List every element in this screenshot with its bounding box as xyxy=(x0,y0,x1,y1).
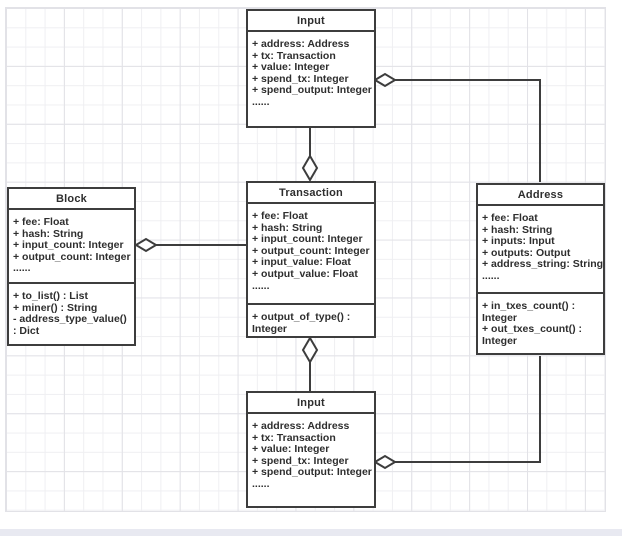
class-attribute: + address: Address xyxy=(252,420,350,432)
class-attribute: + fee: Float xyxy=(13,216,69,228)
horizontal-scrollbar-track[interactable] xyxy=(0,529,622,536)
class-method: + miner() : String xyxy=(13,301,98,314)
class-attribute: + spend_tx: Integer xyxy=(252,72,349,85)
class-attribute: + address_string: String xyxy=(482,258,604,271)
aggregation-diamond-icon xyxy=(134,237,158,253)
aggregation-diamond-icon xyxy=(373,454,397,470)
class-attribute: + tx: Transaction xyxy=(252,431,336,444)
class-attribute: + spend_output: Integer xyxy=(252,466,372,479)
class-attribute: + inputs: Input xyxy=(482,235,555,248)
class-attribute: ...... xyxy=(252,279,270,292)
aggregation-diamond-icon xyxy=(301,336,319,364)
class-method: + in_txes_count() : Integer xyxy=(482,300,576,324)
class-attribute: + output_value: Float xyxy=(252,267,358,280)
aggregation-diamond-icon xyxy=(373,72,397,88)
class-attribute: + fee: Float xyxy=(482,212,538,224)
class-attribute: + output_count: Integer xyxy=(252,244,370,257)
class-title: Input xyxy=(248,11,374,32)
class-title: Input xyxy=(248,393,374,414)
class-method: + out_txes_count() : Integer xyxy=(482,323,583,347)
class-attribute: + input_count: Integer xyxy=(252,233,363,246)
class-method: + to_list() : List xyxy=(13,290,88,302)
class-box-transaction[interactable]: Transaction + fee: Float + hash: String … xyxy=(246,181,376,338)
class-attribute: ...... xyxy=(13,262,31,275)
class-method: + output_of_type() : Integer xyxy=(252,311,351,335)
class-attribute: + fee: Float xyxy=(252,210,308,222)
class-attribute: + hash: String xyxy=(13,227,84,240)
class-method: - address_type_value() : Dict xyxy=(13,313,127,337)
class-box-input-top[interactable]: Input + address: Address + tx: Transacti… xyxy=(246,9,376,128)
class-attribute: + tx: Transaction xyxy=(252,49,336,62)
class-box-address[interactable]: Address + fee: Float + hash: String + in… xyxy=(476,183,605,355)
class-attribute: + hash: String xyxy=(482,223,553,236)
link-input-top-address[interactable] xyxy=(394,79,541,182)
class-attribute: + outputs: Output xyxy=(482,246,571,259)
class-attribute: + value: Integer xyxy=(252,443,330,456)
aggregation-diamond-icon xyxy=(301,154,319,182)
class-attribute: + input_count: Integer xyxy=(13,239,124,252)
class-attribute: + spend_output: Integer xyxy=(252,84,372,97)
class-title: Address xyxy=(478,185,603,206)
class-title: Transaction xyxy=(248,183,374,204)
class-attribute: + hash: String xyxy=(252,221,323,234)
class-attribute: + output_count: Integer xyxy=(13,250,131,263)
class-attribute: + spend_tx: Integer xyxy=(252,454,349,467)
class-attribute: + input_value: Float xyxy=(252,256,351,269)
class-title: Block xyxy=(9,189,134,210)
class-attribute: + address: Address xyxy=(252,38,350,50)
class-attribute: ...... xyxy=(252,95,270,108)
class-attribute: ...... xyxy=(482,269,500,282)
link-address-input-bottom[interactable] xyxy=(394,356,541,463)
class-box-input-bottom[interactable]: Input + address: Address + tx: Transacti… xyxy=(246,391,376,508)
class-attribute: + value: Integer xyxy=(252,61,330,74)
class-attribute: ...... xyxy=(252,477,270,490)
class-box-block[interactable]: Block + fee: Float + hash: String + inpu… xyxy=(7,187,136,346)
